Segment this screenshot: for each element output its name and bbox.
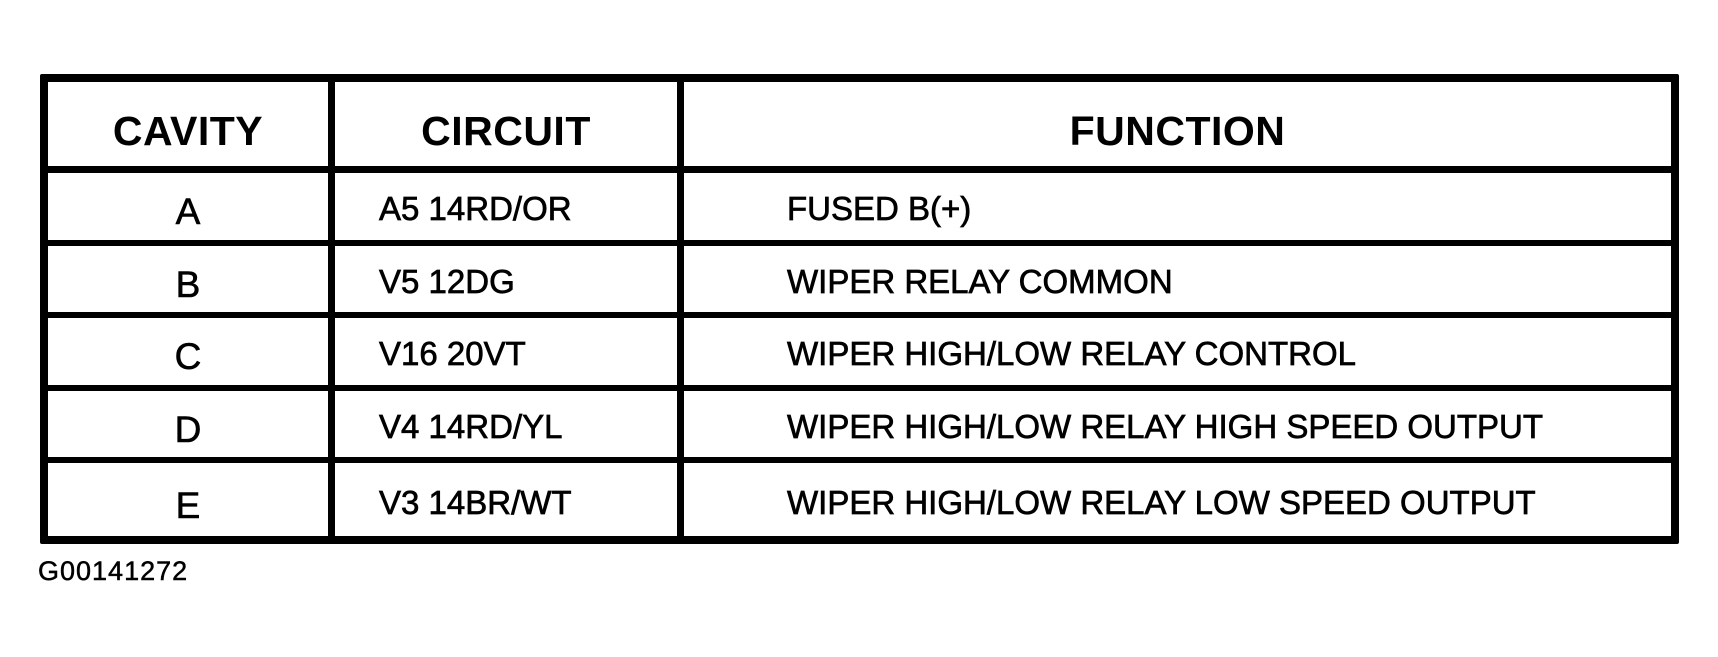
figure-id-label: G00141272 bbox=[38, 556, 189, 587]
function-cell: WIPER HIGH/LOW RELAY HIGH SPEED OUTPUT bbox=[684, 391, 1671, 464]
function-cell: WIPER RELAY COMMON bbox=[684, 246, 1671, 319]
circuit-cell: V4 14RD/YL bbox=[335, 390, 684, 464]
circuit-cell: V3 14BR/WT bbox=[335, 463, 684, 536]
function-cell: FUSED B(+) bbox=[684, 173, 1671, 246]
column-header-circuit: CIRCUIT bbox=[335, 82, 684, 173]
cavity-cell: B bbox=[48, 245, 335, 319]
circuit-cell: V16 20VT bbox=[335, 318, 684, 391]
cavity-cell: E bbox=[48, 463, 335, 536]
cavity-cell: C bbox=[48, 318, 335, 391]
cavity-cell: A bbox=[48, 173, 335, 246]
circuit-cell: A5 14RD/OR bbox=[335, 173, 684, 246]
cavity-cell: D bbox=[48, 390, 335, 464]
column-header-cavity: CAVITY bbox=[48, 82, 335, 173]
function-cell: WIPER HIGH/LOW RELAY CONTROL bbox=[684, 318, 1671, 391]
function-cell: WIPER HIGH/LOW RELAY LOW SPEED OUTPUT bbox=[787, 483, 1536, 521]
column-header-function: FUNCTION bbox=[684, 82, 1671, 173]
circuit-cell: V5 12DG bbox=[335, 245, 684, 319]
connector-pinout-table: CAVITY CIRCUIT FUNCTION A A5 14RD/OR FUS… bbox=[40, 74, 1679, 544]
